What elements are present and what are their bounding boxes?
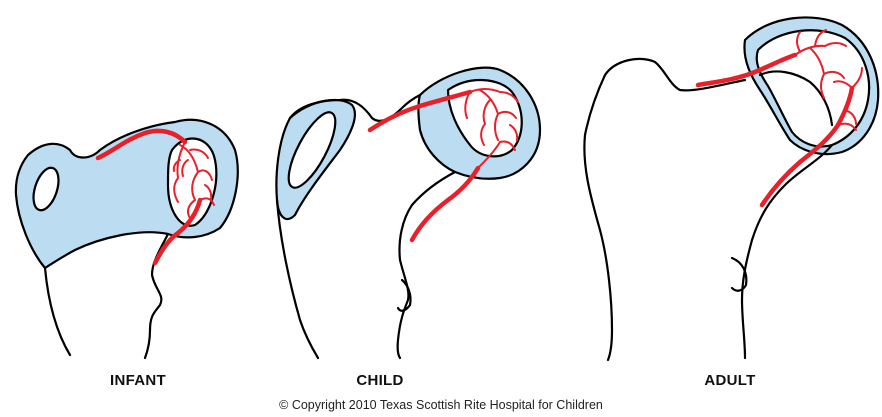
child-femur [276,68,540,358]
infant-label: INFANT [78,372,198,389]
infant-femur [16,120,238,358]
child-label: CHILD [320,372,440,389]
adult-label: ADULT [670,372,790,389]
adult-femur [584,17,878,360]
copyright-notice: © Copyright 2010 Texas Scottish Rite Hos… [0,398,882,412]
